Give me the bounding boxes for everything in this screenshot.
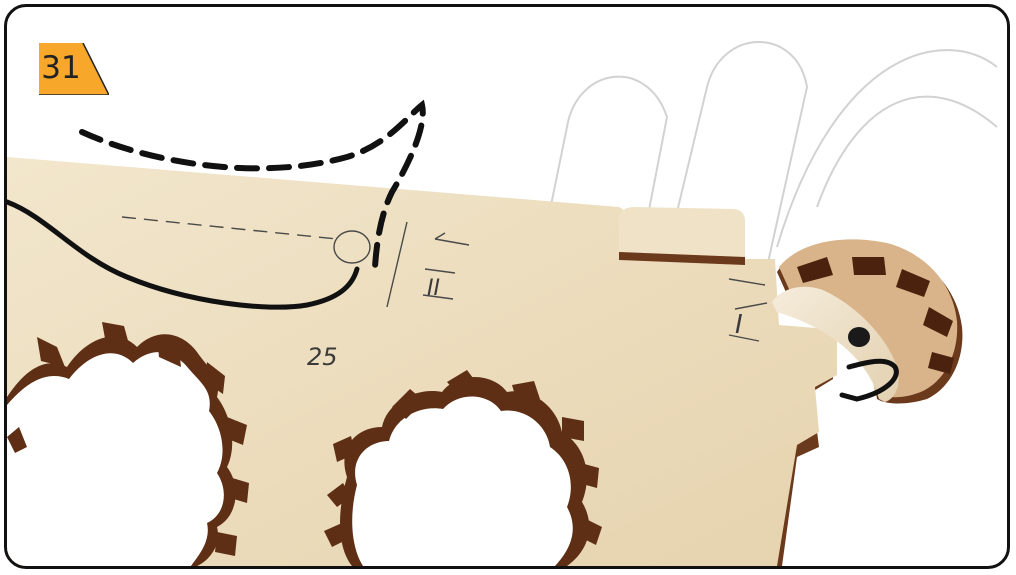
mark-II: II — [427, 276, 440, 301]
step-number: 31 — [41, 47, 81, 89]
step-number-badge: 31 — [39, 43, 109, 95]
mark-25: 25 — [307, 343, 338, 371]
assembly-illustration: 25 II I — [7, 7, 1007, 566]
cap-hole — [848, 327, 870, 347]
mark-I: I — [735, 310, 743, 340]
instruction-frame: 25 II I 31 — [4, 4, 1010, 569]
